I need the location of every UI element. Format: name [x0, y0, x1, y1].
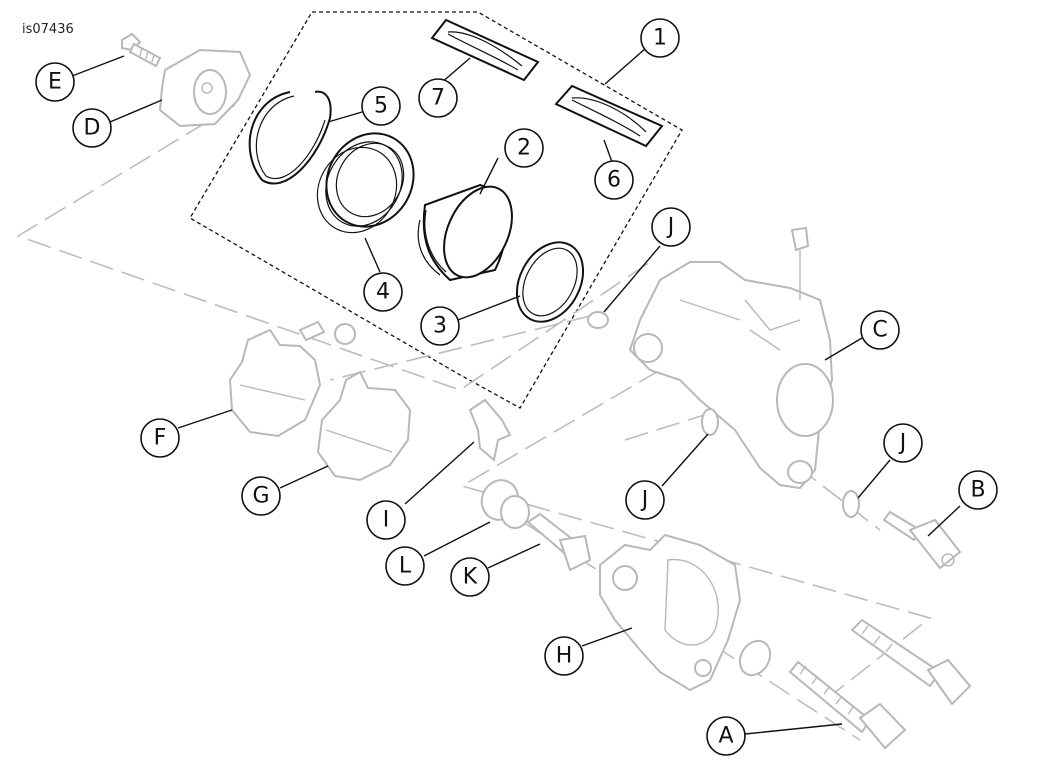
- callout-l: L: [385, 546, 425, 586]
- figure-id: is07436: [22, 22, 74, 37]
- callout-k: K: [450, 557, 490, 597]
- callout-j-right: J: [883, 423, 923, 463]
- bushing-l: [480, 479, 530, 529]
- bleeder-screw: [298, 320, 356, 345]
- brake-pad-g: [316, 370, 412, 482]
- callout-j-middle: J: [625, 480, 665, 520]
- piston-seal-3: [515, 241, 585, 323]
- svg-text:6: 6: [607, 168, 621, 193]
- callout-f: F: [140, 418, 180, 458]
- svg-text:D: D: [84, 116, 101, 141]
- callout-a: A: [706, 716, 746, 756]
- pin-sleeve-k: [526, 512, 592, 572]
- bolt-e: [121, 32, 162, 68]
- callout-d: D: [72, 108, 112, 148]
- svg-text:F: F: [154, 426, 167, 451]
- svg-text:3: 3: [433, 314, 447, 339]
- caliper-body-c: [628, 226, 834, 490]
- svg-text:J: J: [640, 488, 649, 513]
- callout-7: 7: [418, 78, 458, 118]
- callout-6: 6: [594, 160, 634, 200]
- bracket-h: [599, 533, 742, 692]
- seal-kit-outline: [189, 11, 683, 409]
- o-ring-j-3: [842, 490, 860, 518]
- svg-text:H: H: [556, 644, 573, 669]
- svg-text:C: C: [872, 318, 887, 343]
- svg-text:J: J: [666, 215, 675, 240]
- svg-text:1: 1: [653, 26, 667, 51]
- washer: [738, 639, 772, 677]
- callout-1: 1: [640, 18, 680, 58]
- callout-4: 4: [363, 272, 403, 312]
- svg-text:4: 4: [376, 280, 390, 305]
- retaining-ring-5: [248, 90, 332, 185]
- guide-pin-b: [882, 510, 962, 570]
- callout-3: 3: [420, 306, 460, 346]
- bolt-a: [788, 660, 907, 750]
- svg-text:B: B: [970, 478, 985, 503]
- callout-c: C: [860, 310, 900, 350]
- lubricant-packet-6: [554, 84, 664, 148]
- callout-5: 5: [361, 86, 401, 126]
- o-ring-j-2: [701, 408, 719, 436]
- svg-text:7: 7: [431, 86, 445, 111]
- svg-text:L: L: [399, 554, 412, 579]
- callout-g: G: [241, 476, 281, 516]
- bolt-long: [850, 618, 972, 706]
- lubricant-packet-7: [430, 18, 540, 82]
- svg-text:E: E: [48, 70, 62, 95]
- dust-boot-4: [316, 132, 415, 234]
- callout-j-top: J: [651, 207, 691, 247]
- svg-text:5: 5: [374, 94, 388, 119]
- svg-text:G: G: [252, 484, 269, 509]
- callout-2: 2: [504, 128, 544, 168]
- brake-pad-f: [228, 328, 322, 438]
- callout-h: H: [544, 636, 584, 676]
- callout-i: I: [366, 500, 406, 540]
- callout-b: B: [958, 470, 998, 510]
- o-ring-j-1: [587, 311, 609, 329]
- svg-text:A: A: [718, 724, 733, 749]
- callout-e: E: [35, 62, 75, 102]
- svg-text:2: 2: [517, 136, 531, 161]
- cover-plate-d: [158, 48, 252, 128]
- svg-text:K: K: [463, 565, 478, 590]
- piston-2: [417, 183, 513, 282]
- svg-text:J: J: [898, 431, 907, 456]
- svg-text:I: I: [383, 508, 390, 533]
- pad-spring-i: [468, 398, 512, 462]
